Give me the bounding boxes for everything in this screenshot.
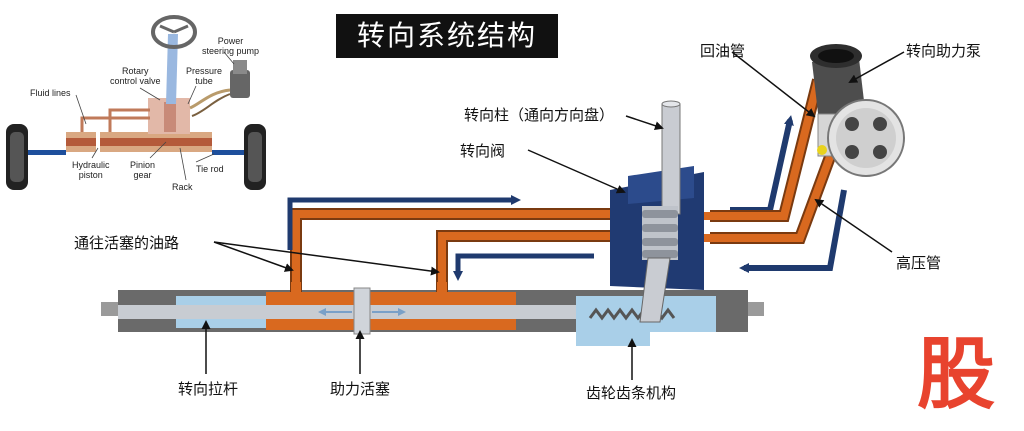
label-steering-valve: 转向阀 — [460, 142, 506, 160]
inset-label-tie-rod: Tie rod — [196, 164, 224, 174]
inset-label-hydraulic-piston: Hydraulic piston — [72, 160, 110, 180]
rack-end-left — [101, 302, 121, 316]
inset-text: Rotary — [122, 66, 149, 76]
label-steering-column: 转向柱（通向方向盘） — [464, 106, 615, 124]
watermark-logo: 股 — [916, 330, 995, 420]
label-power-piston: 助力活塞 — [330, 380, 391, 398]
label-high-pressure-pipe: 高压管 — [896, 254, 942, 272]
label-tie-rod: 转向拉杆 — [178, 380, 239, 398]
diagram-title: 转向系统结构 — [336, 14, 558, 58]
leader-arrows — [201, 51, 905, 380]
inset-text: tube — [195, 76, 213, 86]
inset-schematic — [6, 15, 266, 190]
inset-text: piston — [78, 170, 103, 180]
inset-tie-rod-left — [28, 150, 66, 155]
inset-label-pressure-tube: Pressure tube — [186, 66, 222, 86]
power-piston — [353, 287, 371, 335]
inset-label-rotary-valve: Rotary control valve — [110, 66, 161, 86]
inset-text: Pinion — [130, 160, 156, 170]
main-rack-assembly — [101, 287, 764, 346]
piston-fluid-lines — [290, 208, 612, 294]
label-rack-and-pinion: 齿轮齿条机构 — [586, 384, 677, 402]
steering-column — [661, 103, 681, 215]
inset-steering-wheel — [151, 15, 197, 49]
label-power-steering-pump: 转向助力泵 — [906, 42, 982, 60]
inset-label-power-pump: Power steering pump — [202, 36, 259, 56]
valve-spool — [642, 206, 678, 260]
label-return-pipe: 回油管 — [700, 42, 746, 60]
flow-arrows — [287, 115, 847, 281]
inset-text: Pressure — [186, 66, 223, 76]
inset-tie-rod-right — [212, 150, 244, 155]
pinion-shaft — [639, 257, 671, 323]
inset-text: Power — [217, 36, 244, 46]
rack-end-right — [744, 302, 764, 316]
inset-pump — [230, 70, 250, 98]
inset-label-fluid-lines: Fluid lines — [30, 88, 71, 98]
pump-pipes — [710, 78, 840, 244]
inset-column — [166, 34, 178, 104]
inset-label-rack: Rack — [172, 182, 193, 192]
inset-text: gear — [133, 170, 152, 180]
inset-label-pinion-gear: Pinion gear — [130, 160, 155, 180]
label-fluid-to-piston: 通往活塞的油路 — [74, 234, 180, 252]
inset-text: Hydraulic — [72, 160, 110, 170]
inset-text: control valve — [110, 76, 161, 86]
inset-text: steering pump — [202, 46, 260, 56]
power-steering-pump — [810, 44, 905, 177]
steering-valve-assembly — [610, 100, 710, 323]
